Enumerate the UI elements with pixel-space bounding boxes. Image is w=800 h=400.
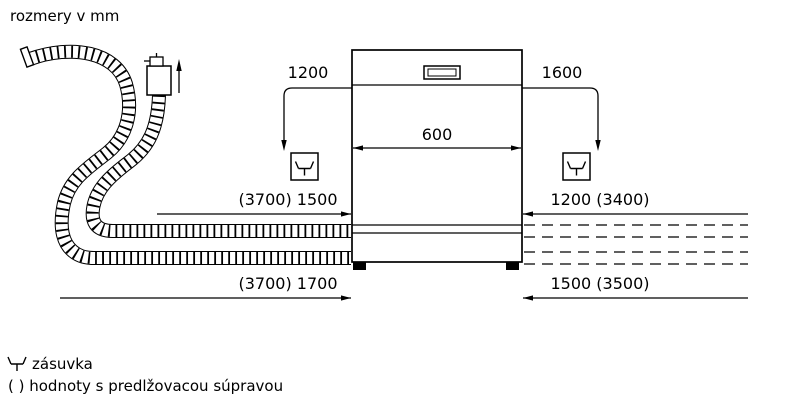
dim-supply-hose-line: [157, 211, 351, 217]
dim-drain-hose-label: (3700) 1700: [238, 274, 337, 293]
dishwasher-foot-right: [506, 262, 519, 270]
legend-note: ( ) hodnoty s predlžovacou súpravou: [8, 377, 283, 395]
dishwasher-body: [351, 49, 523, 270]
supply-hose: [85, 94, 351, 238]
socket-left-icon: [290, 152, 319, 181]
dim-right-lower-line: [523, 295, 748, 301]
drain-hose-end-fitting: [19, 45, 35, 69]
dim-right-lower-label: 1500 (3500): [550, 274, 649, 293]
dim-width-line: [353, 145, 521, 151]
water-tap-icon: [144, 53, 164, 67]
power-cord-left-leader: [281, 87, 352, 151]
power-cord-right-leader: [522, 87, 601, 151]
legend-socket-icon: [7, 356, 27, 371]
dim-right-upper-label: 1200 (3400): [550, 190, 649, 209]
socket-right-icon: [562, 152, 591, 181]
dim-drain-hose-line: [60, 295, 351, 301]
dim-supply-hose-label: (3700) 1500: [238, 190, 337, 209]
tap-arrow-up-icon: [176, 59, 182, 93]
dim-right-upper-line: [523, 211, 748, 217]
dishwasher-display: [423, 65, 461, 80]
drain-hose: [19, 44, 351, 266]
legend-socket-label: zásuvka: [32, 355, 93, 373]
aquastop-valve: [146, 65, 172, 96]
dim-cord-left-label: 1200: [288, 63, 329, 82]
dishwasher-foot-left: [353, 262, 366, 270]
diagram-title: rozmery v mm: [10, 7, 119, 25]
extension-hose-dashed-lines: [524, 224, 748, 265]
dim-cord-right-label: 1600: [542, 63, 583, 82]
dim-width-label: 600: [422, 125, 453, 144]
